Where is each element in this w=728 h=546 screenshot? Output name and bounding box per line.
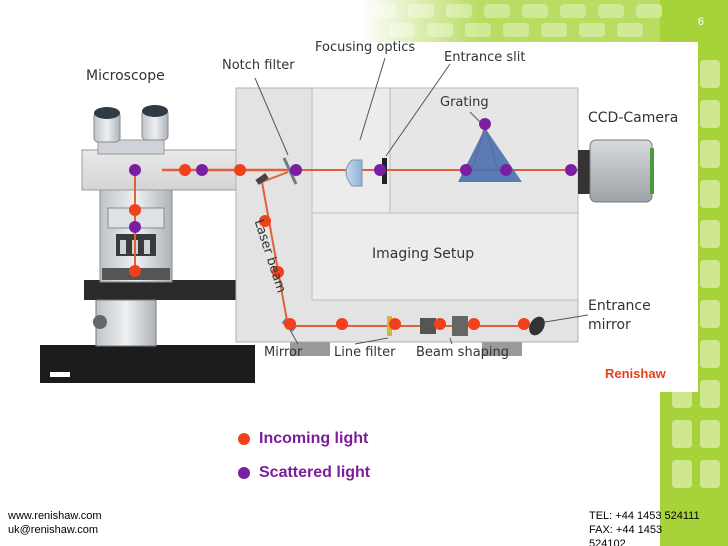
brand-label: Renishaw xyxy=(605,366,666,381)
incoming-dot xyxy=(129,265,141,277)
label-line-filter: Line filter xyxy=(334,345,396,360)
legend-incoming: Incoming light xyxy=(238,430,368,448)
footer-fax-continued: 524102 xyxy=(589,538,626,546)
scattered-dot xyxy=(129,164,141,176)
scattered-dot xyxy=(479,118,491,130)
scattered-dot xyxy=(290,164,302,176)
incoming-dot xyxy=(129,204,141,216)
footer-fax: FAX: +44 1453 xyxy=(589,524,663,536)
scattered-dot xyxy=(565,164,577,176)
incoming-dot xyxy=(518,318,530,330)
footer-email: uk@renishaw.com xyxy=(8,524,99,536)
scattered-dot xyxy=(460,164,472,176)
label-focusing-optics: Focusing optics xyxy=(315,40,416,55)
footer-tel: TEL: +44 1453 524111 xyxy=(589,510,700,522)
incoming-dot xyxy=(272,266,284,278)
legend-scattered-swatch xyxy=(238,467,250,479)
incoming-dot xyxy=(284,318,296,330)
label-mirror: Mirror xyxy=(264,345,303,360)
ccd-camera xyxy=(578,139,654,203)
footer-website: www.renishaw.com xyxy=(8,510,102,522)
incoming-dot xyxy=(259,215,271,227)
label-beam-shaping: Beam shaping xyxy=(416,345,510,360)
incoming-dot xyxy=(336,318,348,330)
label-microscope: Microscope xyxy=(86,68,165,84)
footer-contact-right: TEL: +44 1453 524111 FAX: +44 1453 52410… xyxy=(589,509,700,546)
microscope xyxy=(40,105,264,383)
page-number: 6 xyxy=(697,16,704,28)
label-entrance-mirror-line2: mirror xyxy=(588,317,631,333)
footer-contact-left: www.renishaw.com uk@renishaw.com xyxy=(8,509,102,537)
incoming-light-dots xyxy=(129,164,530,330)
label-entrance-slit: Entrance slit xyxy=(444,50,526,65)
scattered-dot xyxy=(374,164,386,176)
legend-scattered-label: Scattered light xyxy=(259,464,371,481)
scattered-dot xyxy=(129,221,141,233)
label-notch-filter: Notch filter xyxy=(222,58,295,73)
incoming-dot xyxy=(179,164,191,176)
label-entrance-mirror-line1: Entrance xyxy=(588,298,651,314)
legend-incoming-label: Incoming light xyxy=(259,430,369,447)
legend-scattered: Scattered light xyxy=(238,464,370,482)
incoming-dot xyxy=(234,164,246,176)
incoming-dot xyxy=(468,318,480,330)
scattered-light-dots xyxy=(129,118,577,233)
scattered-dot xyxy=(196,164,208,176)
label-ccd-camera: CCD-Camera xyxy=(588,110,679,126)
incoming-dot xyxy=(389,318,401,330)
spectrometer-housing xyxy=(235,87,579,356)
label-imaging-setup: Imaging Setup xyxy=(372,246,475,262)
label-grating: Grating xyxy=(440,95,489,110)
incoming-dot xyxy=(434,318,446,330)
scattered-dot xyxy=(500,164,512,176)
legend-incoming-swatch xyxy=(238,433,250,445)
leader-lines xyxy=(254,57,589,345)
